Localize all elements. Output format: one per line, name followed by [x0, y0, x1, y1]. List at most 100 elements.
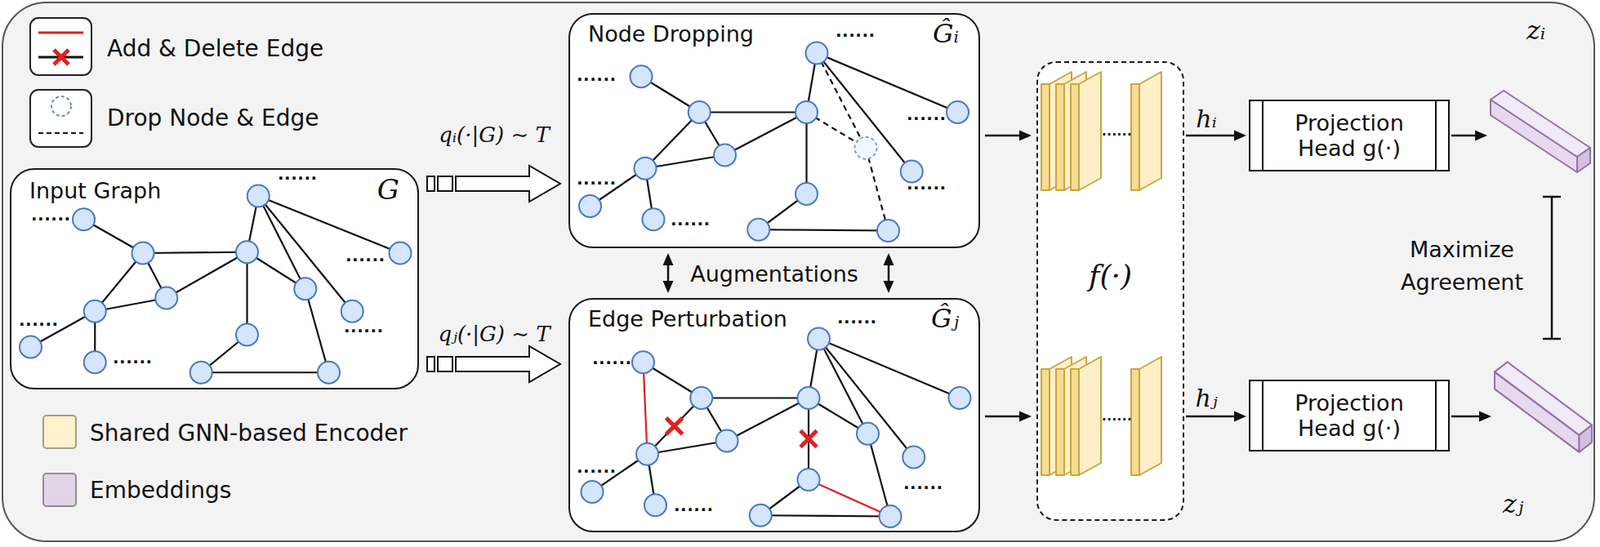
- deleted-edge-sample: [38, 56, 84, 59]
- bar-end: [1542, 338, 1561, 341]
- ellipsis-label: ......: [576, 66, 617, 84]
- arrow-head: [1479, 411, 1492, 423]
- connector-line: [667, 262, 670, 284]
- ellipsis-label: ......: [343, 318, 384, 335]
- sampling-arrow: [427, 165, 561, 202]
- delete-cross: [53, 49, 69, 65]
- connector: [1451, 130, 1488, 142]
- legend-text: Embeddings: [89, 476, 232, 505]
- ellipsis-label: ......: [906, 175, 947, 192]
- embedding-prism: [1494, 359, 1595, 455]
- embedding-label: zⱼ: [1502, 488, 1524, 520]
- edge-label: Augmentations: [684, 259, 865, 289]
- panel-title: Node Dropping: [588, 21, 754, 47]
- legend-icon-edge: [30, 17, 92, 76]
- embedding-vector: zᵢ: [1490, 88, 1593, 174]
- agreement-link: [1542, 196, 1561, 339]
- embedding-prism: [1490, 88, 1593, 174]
- inner-rule: [1261, 101, 1264, 170]
- ellipsis-label: ......: [906, 106, 947, 123]
- projection-head: Projection Head g(·): [1248, 379, 1450, 452]
- arrow-tail-block: [437, 176, 453, 192]
- arrow-head: [1019, 411, 1032, 423]
- connector: [984, 130, 1032, 142]
- ellipsis-label: ......: [592, 350, 633, 367]
- legend-swatch: [42, 472, 77, 508]
- ellipsis-label: ......: [837, 309, 878, 326]
- added-edge-sample: [38, 31, 84, 35]
- connector-line: [1185, 415, 1237, 419]
- prism-face: [1494, 361, 1592, 435]
- augmented-graph-panel: Node Dropping Ĝᵢ: [568, 13, 981, 249]
- head-label: Projection Head g(·): [1268, 110, 1431, 161]
- ellipsis-label: ......: [31, 206, 72, 223]
- projection-head: Projection Head g(·): [1248, 99, 1450, 172]
- ellipsis-label: ......: [277, 165, 318, 183]
- edge-label: qᵢ(·|G) ∼ T: [420, 120, 568, 149]
- ellipsis-label: ......: [345, 247, 386, 264]
- connector-line: [887, 262, 891, 284]
- connector-line: [984, 415, 1022, 419]
- prism-face: [1490, 90, 1591, 157]
- bar-end: [1542, 196, 1561, 199]
- edge-label: Maximize Agreement: [1392, 233, 1532, 299]
- edge-label: hᵢ: [1185, 102, 1227, 135]
- graph-symbol: Ĝⱼ: [931, 303, 959, 335]
- encoder-label: f(·): [1038, 258, 1183, 293]
- arrow-head: [883, 280, 895, 294]
- arrow-tail-block: [427, 356, 435, 372]
- arrow-head: [883, 253, 895, 266]
- hollow-arrow: [455, 346, 561, 383]
- inner-rule: [1261, 381, 1264, 451]
- connector-line: [1451, 415, 1482, 419]
- dropped-node-sample: [51, 96, 72, 116]
- arrow-tail-block: [437, 356, 453, 372]
- icon-frame: [30, 17, 92, 76]
- ellipsis-label: ......: [673, 497, 714, 514]
- delete-cross: [53, 49, 69, 65]
- ellipsis-label: ......: [18, 311, 59, 329]
- prism-face: [1577, 147, 1591, 173]
- inner-rule: [1435, 381, 1437, 451]
- ellipsis-label: ......: [576, 459, 617, 476]
- sampling-arrow: [427, 346, 561, 383]
- arrow-head: [1019, 130, 1032, 142]
- ellipsis-label: ......: [670, 211, 711, 228]
- connector-line: [1451, 134, 1478, 138]
- arrow-head: [1234, 411, 1247, 423]
- ellipsis-label: ......: [1101, 125, 1133, 139]
- ellipsis-label: ......: [1101, 410, 1133, 424]
- legend-icon-drop: [30, 89, 92, 148]
- connector-line: [984, 134, 1022, 138]
- prism-face: [1578, 425, 1592, 453]
- connector: [1451, 411, 1492, 423]
- arrow-tail-block: [427, 176, 435, 192]
- arrow-head: [1234, 130, 1247, 142]
- edge-label: hⱼ: [1185, 382, 1227, 415]
- legend-text: Drop Node & Edge: [106, 104, 319, 133]
- connector: [1185, 411, 1247, 423]
- connector-line: [1550, 196, 1554, 339]
- icon-frame: [30, 89, 92, 148]
- ellipsis-label: ......: [576, 170, 617, 188]
- dropped-edge-sample: [38, 132, 84, 134]
- ellipsis-label: ......: [835, 22, 876, 40]
- augmented-graph-panel: Edge Perturbation Ĝⱼ: [568, 298, 981, 533]
- panel-title: Edge Perturbation: [588, 306, 788, 332]
- connector-line: [1185, 134, 1237, 138]
- connector: [663, 253, 895, 294]
- legend-swatch: [42, 414, 77, 450]
- connector: [984, 411, 1032, 423]
- panel-title: Input Graph: [29, 178, 161, 204]
- arrow-head: [663, 253, 674, 266]
- embedding-vector: zⱼ: [1494, 359, 1595, 455]
- graph-symbol: G: [377, 173, 400, 206]
- graph-symbol: Ĝᵢ: [932, 17, 959, 50]
- inner-rule: [1435, 101, 1437, 170]
- ellipsis-label: ......: [112, 349, 153, 366]
- graph-panel: Input Graph G: [9, 168, 419, 390]
- ellipsis-label: ......: [903, 475, 944, 492]
- legend-text: Add & Delete Edge: [106, 35, 324, 63]
- legend-text: Shared GNN-based Encoder: [89, 419, 408, 448]
